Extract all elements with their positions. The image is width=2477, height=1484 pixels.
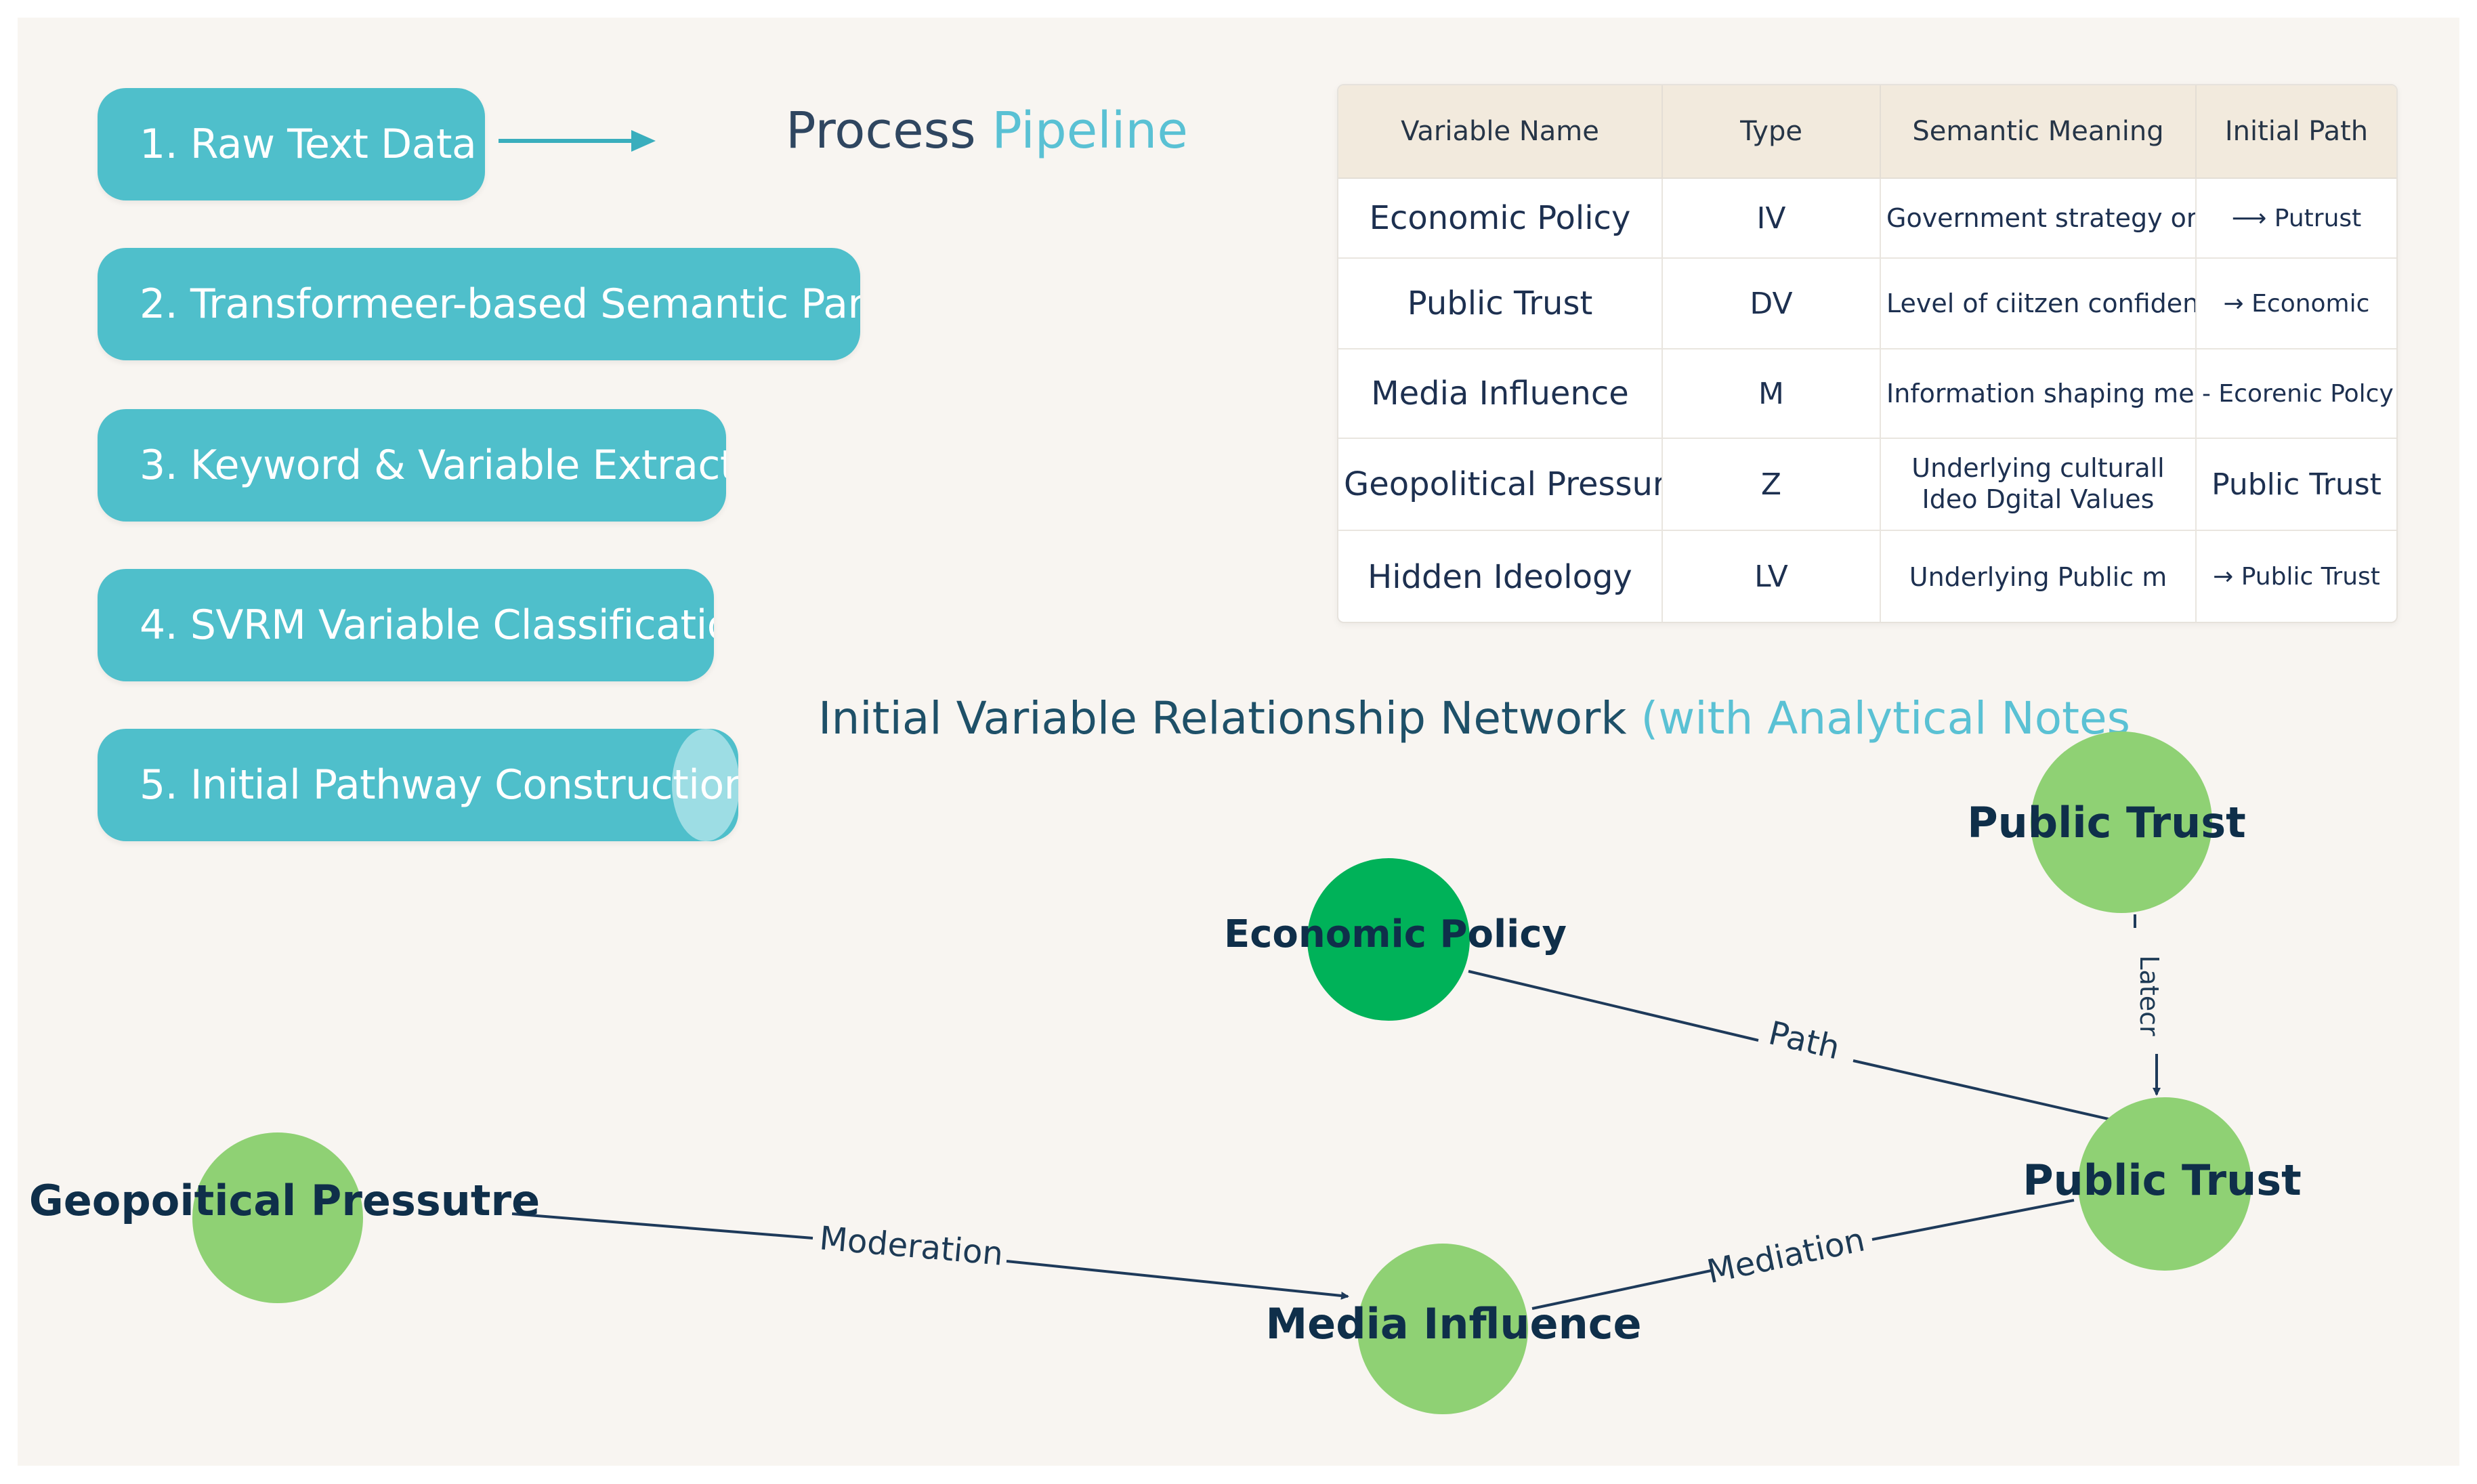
table-header-row: Variable Name Type Semantic Meaning Init… bbox=[1338, 85, 2396, 179]
cell-variable-name: Geopolitical Pressure bbox=[1338, 438, 1663, 531]
network-title-accent: (with Analytical Notes bbox=[1640, 692, 2130, 744]
edge-path-line-a bbox=[1468, 970, 1759, 1042]
table-row: Media Influence M Information shaping me… bbox=[1338, 349, 2396, 439]
variable-table: Variable Name Type Semantic Meaning Init… bbox=[1337, 84, 2398, 623]
cell-type: LV bbox=[1662, 530, 1881, 622]
pipeline-title-accent: Pipeline bbox=[992, 102, 1188, 160]
cell-semantic-meaning: Government strategy or bbox=[1880, 178, 2197, 259]
node-economic-policy bbox=[1307, 858, 1470, 1021]
node-public-trust-main bbox=[2078, 1097, 2251, 1271]
edge-mediation-line-a bbox=[1531, 1269, 1712, 1310]
pipeline-step-cap bbox=[672, 729, 738, 841]
cell-variable-name: Media Influence bbox=[1338, 349, 1663, 439]
edge-label-path: Path bbox=[1765, 1014, 1843, 1067]
header-variable-name: Variable Name bbox=[1338, 85, 1663, 179]
table-row: Public Trust DV Level of ciitzen confide… bbox=[1338, 258, 2396, 349]
cell-type: DV bbox=[1662, 258, 1881, 349]
header-type: Type bbox=[1662, 85, 1881, 179]
edge-label-mediation: Mediation bbox=[1703, 1221, 1868, 1291]
table-row: Economic Policy IV Government strategy o… bbox=[1338, 178, 2396, 259]
pipeline-step-4: 4. SVRM Variable Classification bbox=[98, 569, 714, 681]
pipeline-step-5: 5. Initial Pathway Construction bbox=[98, 729, 738, 841]
pipeline-step-1: 1. Raw Text Data bbox=[98, 88, 485, 200]
table-row: Geopolitical Pressure Z Underlying cultu… bbox=[1338, 438, 2396, 531]
node-media-influence bbox=[1357, 1244, 1528, 1414]
pipeline-arrow-icon bbox=[499, 130, 656, 152]
edge-moderation-line-b bbox=[1006, 1260, 1349, 1300]
pipeline-title: Process Pipeline bbox=[786, 102, 1188, 160]
pipeline-step-label: 4. SVRM Variable Classification bbox=[140, 601, 714, 649]
pipeline-step-2: 2. Transformeer-based Semantic Parsing bbox=[98, 248, 860, 360]
cell-initial-path: ⟶ Putrust bbox=[2196, 178, 2396, 259]
pipeline-step-label: 5. Initial Pathway Construction bbox=[140, 761, 738, 809]
cell-type: Z bbox=[1662, 438, 1881, 531]
edge-label-moderation: Moderation bbox=[818, 1219, 1005, 1273]
pipeline-step-label: 1. Raw Text Data bbox=[140, 121, 477, 168]
pipeline-step-label: 2. Transformeer-based Semantic Parsing bbox=[140, 280, 860, 328]
edge-moderation-line-a bbox=[511, 1212, 813, 1239]
pipeline-title-main: Process bbox=[786, 102, 976, 160]
node-label-public-trust-top: Public Trust bbox=[1967, 798, 2246, 847]
cell-initial-path: → Public Trust bbox=[2213, 563, 2380, 591]
cell-initial-path: Public Trust bbox=[2196, 438, 2396, 531]
cell-semantic-meaning: Information shaping meck bbox=[1880, 349, 2197, 439]
node-label-media-influence: Media Influence bbox=[1265, 1299, 1641, 1349]
cell-variable-name: Public Trust bbox=[1338, 258, 1663, 349]
cell-variable-name: Economic Policy bbox=[1338, 178, 1663, 259]
edge-path-line-b bbox=[1853, 1059, 2121, 1124]
cell-type: M bbox=[1662, 349, 1881, 439]
node-public-trust-top bbox=[2031, 732, 2212, 913]
cell-initial-path: - Ecorenic Polcy bbox=[2196, 349, 2396, 439]
pipeline-step-label: 3. Keyword & Variable Extraction bbox=[140, 442, 726, 489]
network-title-main: Initial Variable Relationship Network bbox=[818, 692, 1627, 744]
cell-semantic-meaning: Underlying Public m bbox=[1880, 530, 2197, 622]
cell-semantic-meaning: Underlying culturall Ideo Dgital Values bbox=[1880, 438, 2197, 531]
pipeline-step-3: 3. Keyword & Variable Extraction bbox=[98, 409, 726, 522]
cell-variable-name: Hidden Ideology bbox=[1338, 530, 1663, 622]
edge-mediation-line-b bbox=[1871, 1199, 2075, 1241]
node-label-economic-policy: Economic Policy bbox=[1224, 912, 1567, 956]
edge-label-latent: Latecr bbox=[2134, 955, 2164, 1036]
node-label-public-trust-main: Public Trust bbox=[2023, 1156, 2302, 1205]
cell-semantic-meaning: Level of ciitzen confidence bbox=[1880, 258, 2197, 349]
header-initial-path: Initial Path bbox=[2196, 85, 2396, 179]
cell-initial-path: → Economic bbox=[2196, 258, 2396, 349]
network-title: Initial Variable Relationship Network (w… bbox=[818, 692, 2130, 744]
node-label-geopolitical-pressure: Geopoitical Pressutre bbox=[29, 1176, 540, 1225]
cell-type: IV bbox=[1662, 178, 1881, 259]
node-geopolitical-pressure bbox=[192, 1132, 363, 1303]
table-row: Hidden Ideology LV Underlying Public m →… bbox=[1338, 530, 2396, 622]
header-semantic-meaning: Semantic Meaning bbox=[1880, 85, 2197, 179]
